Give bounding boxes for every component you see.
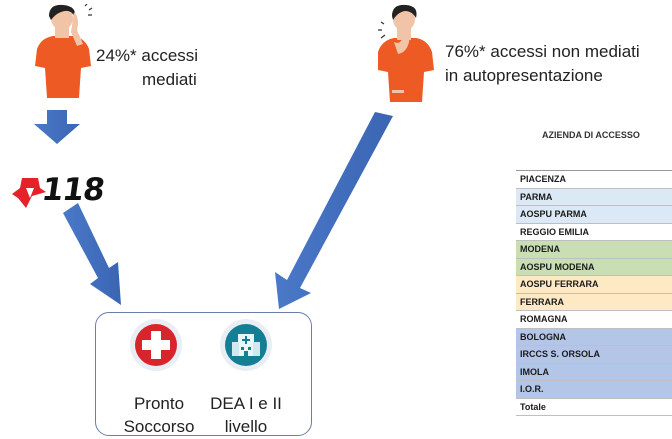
patient-right-icon: [378, 4, 434, 102]
table-row: FERRARA: [516, 293, 672, 311]
table-row: REGGIO EMILIA: [516, 223, 672, 241]
logo-118-text: 118: [39, 172, 107, 208]
pronto-soccorso-line1: Pronto: [133, 394, 185, 413]
table-row: BOLOGNA: [516, 328, 672, 346]
right-caption-line1: 76%* accessi non mediati: [445, 42, 640, 61]
table-row: ROMAGNA: [516, 311, 672, 329]
left-caption-line2: mediati: [142, 70, 197, 89]
table-header: AZIENDA DI ACCESSO: [516, 100, 672, 171]
arrow-person-to-118: [34, 110, 80, 144]
table-row: IMOLA: [516, 363, 672, 381]
table-row: I.O.R.: [516, 381, 672, 399]
dea-line1: DEA I e II: [210, 394, 282, 413]
table-row: PARMA: [516, 188, 672, 206]
destination-box: [95, 312, 312, 436]
table-row: Totale: [516, 398, 672, 416]
emergency-star-icon: [12, 178, 46, 208]
patient-left-icon: [35, 4, 93, 98]
arrow-self-to-box: [275, 112, 393, 309]
table-row: AOSPU PARMA: [516, 206, 672, 224]
table-row: AOSPU MODENA: [516, 258, 672, 276]
table-row: PIACENZA: [516, 171, 672, 189]
pronto-soccorso-line2: Soccorso: [123, 417, 195, 436]
hospital-building-icon: [220, 319, 272, 371]
arrow-118-to-box: [63, 203, 121, 305]
dea-line2: livello: [224, 417, 268, 436]
pronto-soccorso-icon: [130, 319, 182, 371]
table-row: MODENA: [516, 241, 672, 259]
logo-118: 118: [12, 172, 106, 212]
table-row: AOSPU FERRARA: [516, 276, 672, 294]
table-row: IRCCS S. ORSOLA: [516, 346, 672, 364]
right-caption-line2: in autopresentazione: [445, 66, 603, 85]
left-caption-line1: 24%* accessi: [96, 46, 199, 65]
